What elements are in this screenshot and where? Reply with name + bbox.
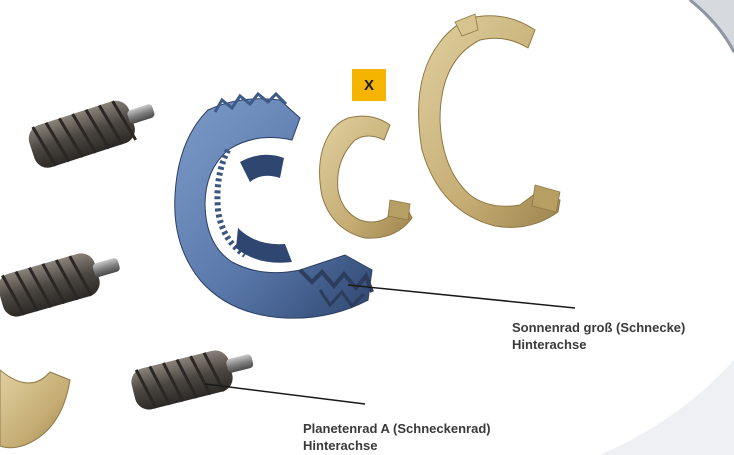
worm-gear-top — [25, 90, 160, 171]
callout-planet-gear: Planetenrad A (Schneckenrad) Hinterachse — [303, 420, 491, 454]
worm-gear-middle — [0, 244, 125, 320]
half-ring-segment — [0, 370, 70, 448]
background-shade — [600, 360, 734, 455]
housing-edge — [688, 0, 734, 55]
worm-gear-planet-a — [128, 342, 258, 413]
thrust-washer-large — [419, 14, 560, 227]
callout-sun-gear-line1: Sonnenrad groß (Schnecke) — [512, 319, 685, 336]
callout-sun-gear: Sonnenrad groß (Schnecke) Hinterachse — [512, 319, 685, 353]
callout-planet-gear-line2: Hinterachse — [303, 437, 491, 454]
leader-line-sun-gear — [348, 285, 575, 308]
leader-line-planet-a — [205, 384, 365, 404]
marker-x-badge: X — [352, 69, 386, 101]
callout-planet-gear-line1: Planetenrad A (Schneckenrad) — [303, 420, 491, 437]
callout-sun-gear-line2: Hinterachse — [512, 336, 685, 353]
thrust-washer-small — [320, 116, 412, 238]
